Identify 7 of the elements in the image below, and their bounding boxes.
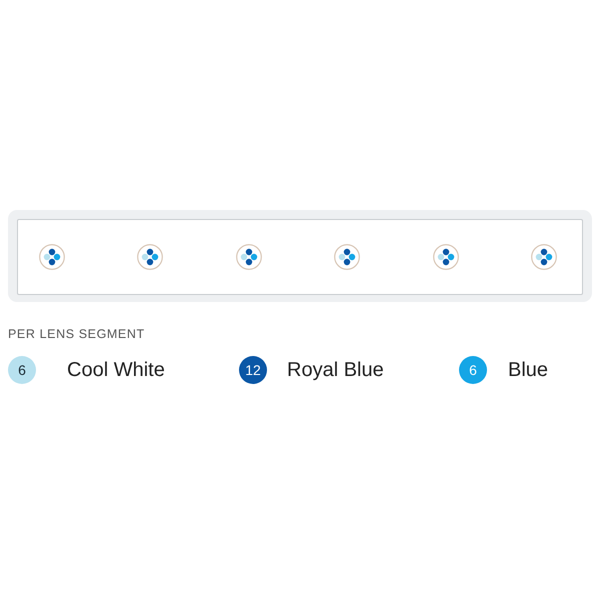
legend-label: Blue [508,358,548,382]
legend-heading: PER LENS SEGMENT [8,327,145,341]
led-count: 6 [8,356,36,384]
led-count: 6 [459,356,487,384]
led-count: 12 [239,356,267,384]
legend-label: Royal Blue [287,358,384,382]
legend-label: Cool White [67,358,165,382]
